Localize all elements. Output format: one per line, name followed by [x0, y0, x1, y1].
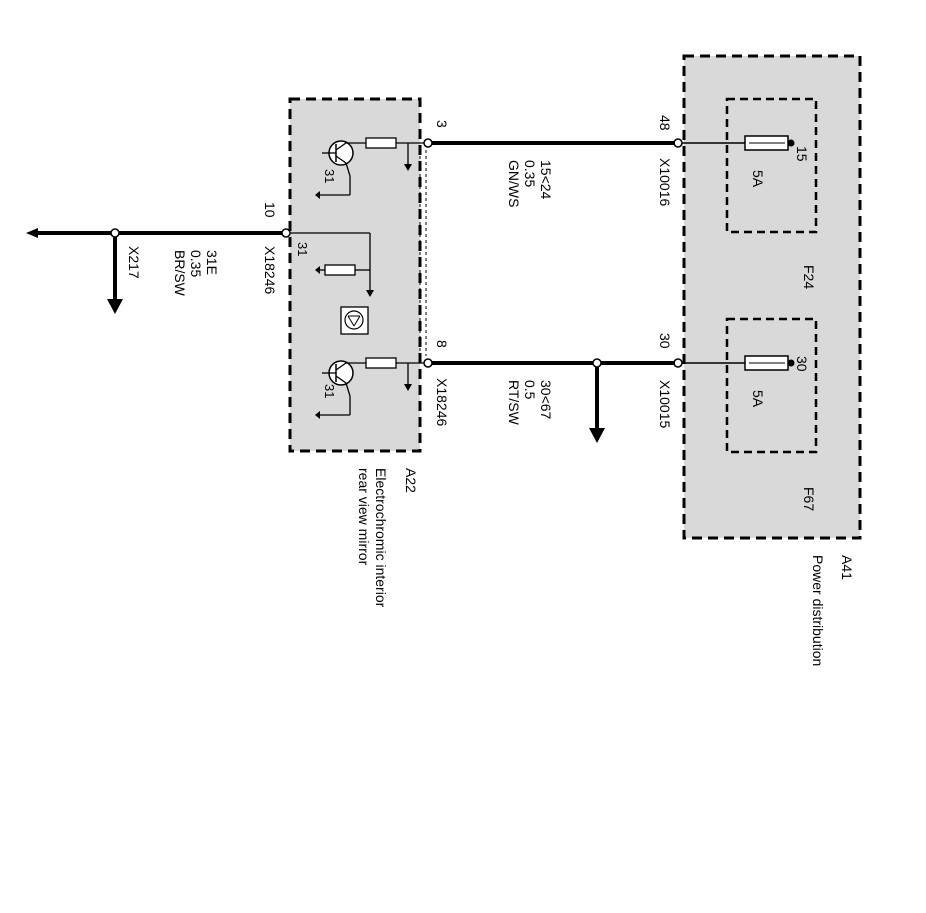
wire-31-terminal: 31E: [204, 250, 220, 275]
wire-31-ground-point: X217: [126, 246, 142, 279]
wire-31-gauge: 0.35: [188, 250, 204, 277]
wire-31-br-sw: [26, 228, 282, 314]
wire-31-color: BR/SW: [172, 250, 188, 297]
wire-30-gauge: 0.5: [522, 380, 538, 400]
wire-31-splice-dot: [110, 228, 120, 238]
x10015-pin: 30: [657, 333, 673, 349]
bottom-ground-31: 31: [322, 384, 337, 398]
a22-id: A22: [403, 468, 419, 493]
top-transistor-icon: [315, 140, 366, 199]
wire-30-terminal: 30<67: [538, 380, 554, 420]
a22-pin3-connector-icon: [423, 138, 433, 148]
f24-fuse-icon: [680, 135, 795, 151]
a22-pin8-connector-icon: [423, 358, 433, 368]
f67-fuse-box: [725, 317, 818, 454]
f24-rating: 5A: [750, 170, 766, 188]
top-ground-31: 31: [322, 169, 337, 183]
a22-name-line1: Electrochromic interior: [373, 468, 389, 608]
ground-arrow-icon: [107, 299, 123, 314]
x10015-connector-label: X10015: [657, 380, 673, 428]
f67-fuse-icon: [680, 355, 795, 371]
a22-pin3: 3: [434, 120, 450, 128]
wire-15-color: GN/WS: [506, 160, 522, 207]
f24-id: F24: [801, 265, 817, 289]
middle-resistor-icon: [290, 232, 374, 297]
a22-mirror-module: 31 31: [281, 97, 433, 453]
x10016-connector-label: X10016: [657, 158, 673, 206]
top-resistor-icon: [365, 137, 424, 171]
wire-15-gauge: 0.35: [522, 160, 538, 187]
a22-pin10: 10: [262, 202, 278, 218]
bottom-resistor-icon: [365, 357, 424, 391]
f67-id: F67: [801, 487, 817, 511]
wire-30-splice-dot: [592, 358, 602, 368]
wire-15-terminal: 15<24: [538, 160, 554, 200]
wire-30-color: RT/SW: [506, 380, 522, 426]
a22-pin8: 8: [434, 340, 450, 348]
x10016-pin: 48: [657, 115, 673, 131]
a41-power-distribution-module: 15 5A F24 30 5A F67 A41 Power distributi…: [673, 54, 862, 666]
a41-id: A41: [839, 555, 855, 580]
wire-30-continuation-arrow-icon: [589, 428, 605, 443]
f24-fuse-box: [725, 97, 818, 234]
middle-ground-31: 31: [295, 242, 310, 256]
x10015-connector-icon: [673, 358, 683, 368]
a22-pin10-connector-icon: [281, 228, 291, 238]
wire-31-left-arrow-icon: [26, 228, 38, 238]
f67-rating: 5A: [750, 390, 766, 408]
a22-connector-left: X18246: [262, 246, 278, 294]
bottom-transistor-icon: [315, 360, 366, 419]
a22-name-line2: rear view mirror: [356, 468, 372, 566]
wire-30-rt-sw: [432, 358, 675, 443]
x10016-connector-icon: [673, 138, 683, 148]
a41-name: Power distribution: [810, 555, 826, 666]
f67-terminal: 30: [794, 356, 810, 372]
f24-terminal: 15: [794, 146, 810, 162]
a22-connector-right: X18246: [434, 378, 450, 426]
photo-sensor-icon: [340, 306, 369, 335]
